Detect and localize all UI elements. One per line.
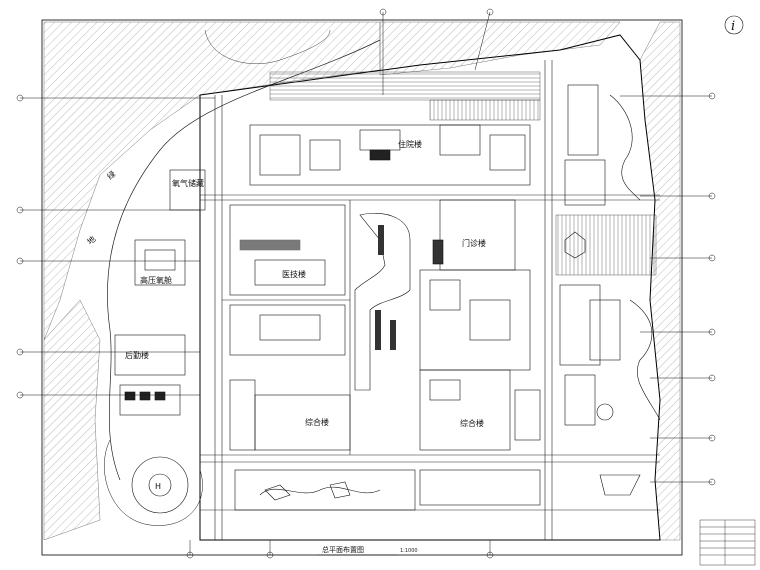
courtyard-strip-3 (390, 320, 396, 350)
hatch-zone-ne (379, 21, 621, 76)
parking-north (269, 71, 541, 101)
green-belt-outline (107, 39, 381, 481)
side-text-1: 绿 (106, 169, 118, 181)
medical-tech-building (229, 204, 346, 356)
complex-building-west (229, 379, 351, 451)
label-complex-east: 综合楼 (460, 418, 484, 428)
label-inpatient: 住院楼 (398, 139, 422, 149)
inpatient-building (249, 124, 531, 186)
top-section-markers (379, 8, 494, 95)
label-gas-storage: 氧气储藏 (172, 178, 204, 188)
helipad-ring (104, 439, 203, 526)
hyperbaric-building (134, 239, 186, 286)
logistics-building (114, 334, 186, 416)
central-courtyard (354, 212, 411, 391)
left-section-markers (16, 94, 215, 399)
courtyard-strip-1 (378, 225, 384, 255)
helipad-inner (148, 473, 172, 497)
hatch-zone-west (43, 299, 101, 541)
helipad-outer (131, 456, 189, 514)
side-text-2: 地 (85, 234, 98, 247)
east-buildings (559, 84, 621, 426)
south-garden (234, 469, 641, 511)
label-hi-pressure: 高压氧舱 (140, 275, 172, 285)
hatch-zone-north (43, 21, 381, 341)
label-complex-west: 综合楼 (305, 417, 329, 427)
bottom-section-markers (186, 540, 494, 559)
parking-mid (429, 99, 541, 121)
drawing-title: 总平面布置图 (322, 545, 364, 554)
courtyard-strip-2 (375, 310, 381, 350)
parking-east (555, 214, 657, 276)
title-block (699, 519, 756, 566)
north-arrow-circle (724, 15, 744, 35)
right-section-markers (620, 92, 716, 486)
north-arrow-icon: i (731, 19, 735, 34)
label-helipad: H (155, 482, 161, 491)
scale-note: 1:1000 (400, 548, 418, 554)
road-network (200, 60, 660, 540)
outpatient-building (419, 199, 531, 371)
east-roundel (596, 403, 614, 421)
label-medtech: 医技楼 (282, 269, 306, 279)
label-outpatient: 门诊楼 (462, 238, 486, 248)
east-landscape-curve (609, 94, 641, 201)
complex-building-east (419, 369, 541, 451)
label-logistics: 后勤楼 (125, 350, 149, 360)
east-landscape-curve-2 (629, 299, 661, 421)
